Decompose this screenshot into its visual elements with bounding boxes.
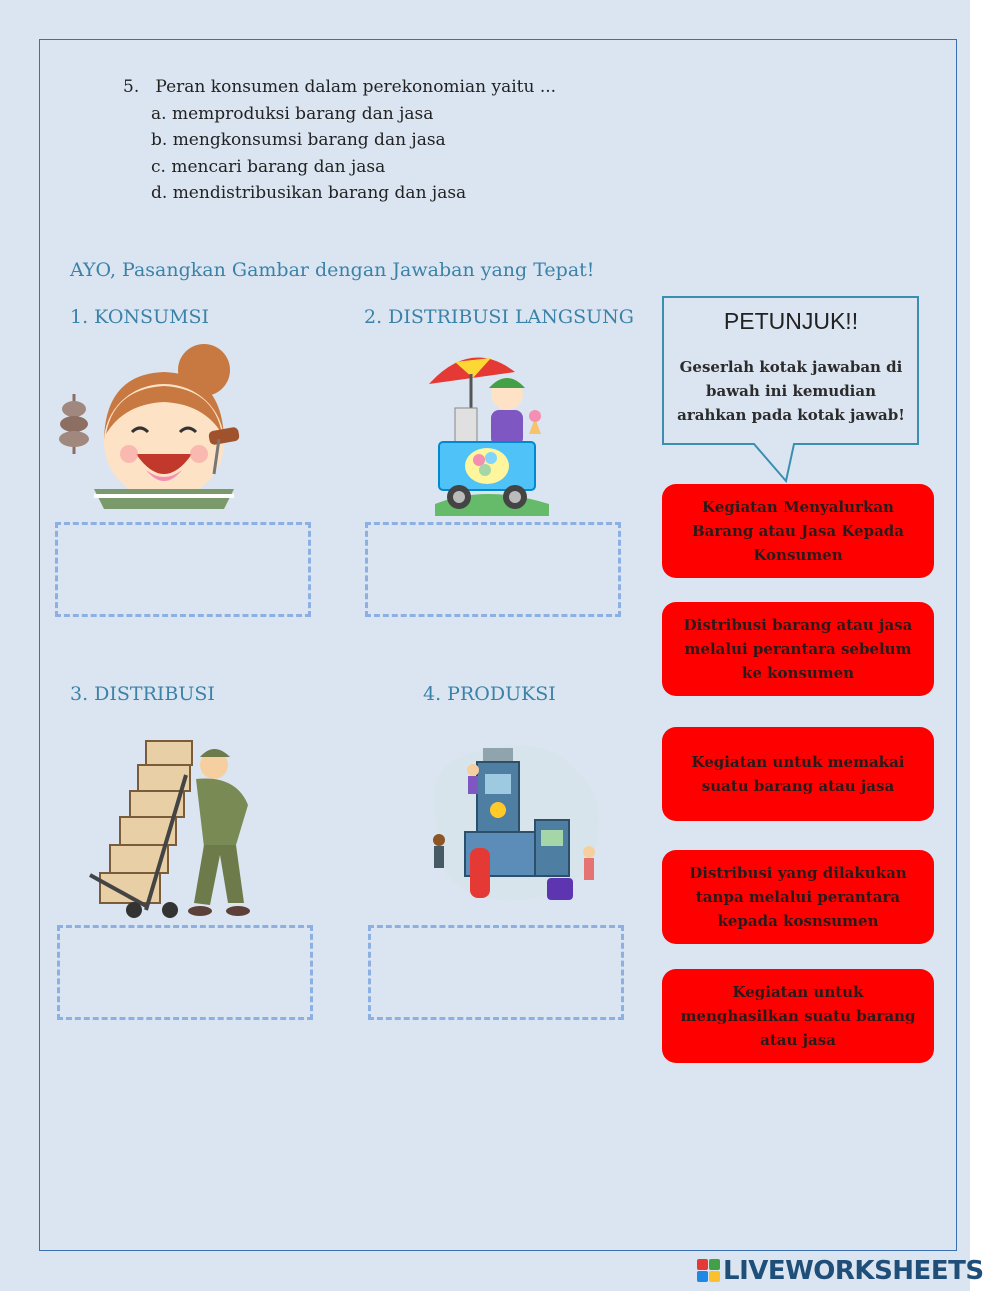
answer-card-2[interactable]: Distribusi barang atau jasa melalui pera…	[662, 602, 934, 696]
option-a: a. memproduksi barang dan jasa	[151, 103, 434, 124]
worksheet-frame	[39, 39, 957, 1251]
drop-box-distribusi-langsung[interactable]	[365, 522, 621, 617]
factory-machine-icon	[425, 740, 605, 914]
item-label-konsumsi: 1. KONSUMSI	[70, 306, 210, 328]
hint-callout: PETUNJUK!! Geserlah kotak jawaban di baw…	[662, 296, 920, 484]
answer-card-1[interactable]: Kegiatan Menyalurkan Barang atau Jasa Ke…	[662, 484, 934, 578]
worksheet-page: 5. Peran konsumen dalam perekonomian yai…	[0, 0, 970, 1291]
item-label-distribusi-langsung: 2. DISTRIBUSI LANGSUNG	[364, 306, 634, 328]
hint-title: PETUNJUK!!	[723, 308, 859, 334]
girl-eating-icon	[54, 344, 244, 513]
callout-shape	[662, 296, 919, 484]
option-d: d. mendistribusikan barang dan jasa	[151, 183, 467, 203]
activity-title: AYO, Pasangkan Gambar dengan Jawaban yan…	[70, 259, 595, 281]
drop-box-distribusi[interactable]	[57, 925, 313, 1020]
answer-card-4[interactable]: Distribusi yang dilakukan tanpa melalui …	[662, 850, 934, 944]
delivery-worker-icon	[86, 735, 256, 924]
question-stem: 5. Peran konsumen dalam perekonomian yai…	[123, 77, 557, 97]
option-c: c. mencari barang dan jasa	[151, 156, 386, 177]
drop-box-produksi[interactable]	[368, 925, 624, 1020]
item-label-distribusi: 3. DISTRIBUSI	[70, 683, 215, 705]
logo-mark-icon	[697, 1259, 721, 1283]
option-b: b. mengkonsumsi barang dan jasa	[151, 130, 446, 150]
drop-box-konsumsi[interactable]	[55, 522, 311, 617]
hint-body: Geserlah kotak jawaban di bawah ini kemu…	[677, 358, 905, 424]
answer-card-5[interactable]: Kegiatan untuk menghasilkan suatu barang…	[662, 969, 934, 1063]
item-label-produksi: 4. PRODUKSI	[423, 683, 556, 705]
answer-card-3[interactable]: Kegiatan untuk memakai suatu barang atau…	[662, 727, 934, 821]
ice-cream-cart-icon	[425, 344, 555, 523]
liveworksheets-logo: LIVEWORKSHEETS	[697, 1256, 984, 1286]
brand-name: LIVEWORKSHEETS	[723, 1256, 984, 1286]
question-5: 5. Peran konsumen dalam perekonomian yai…	[123, 74, 556, 207]
